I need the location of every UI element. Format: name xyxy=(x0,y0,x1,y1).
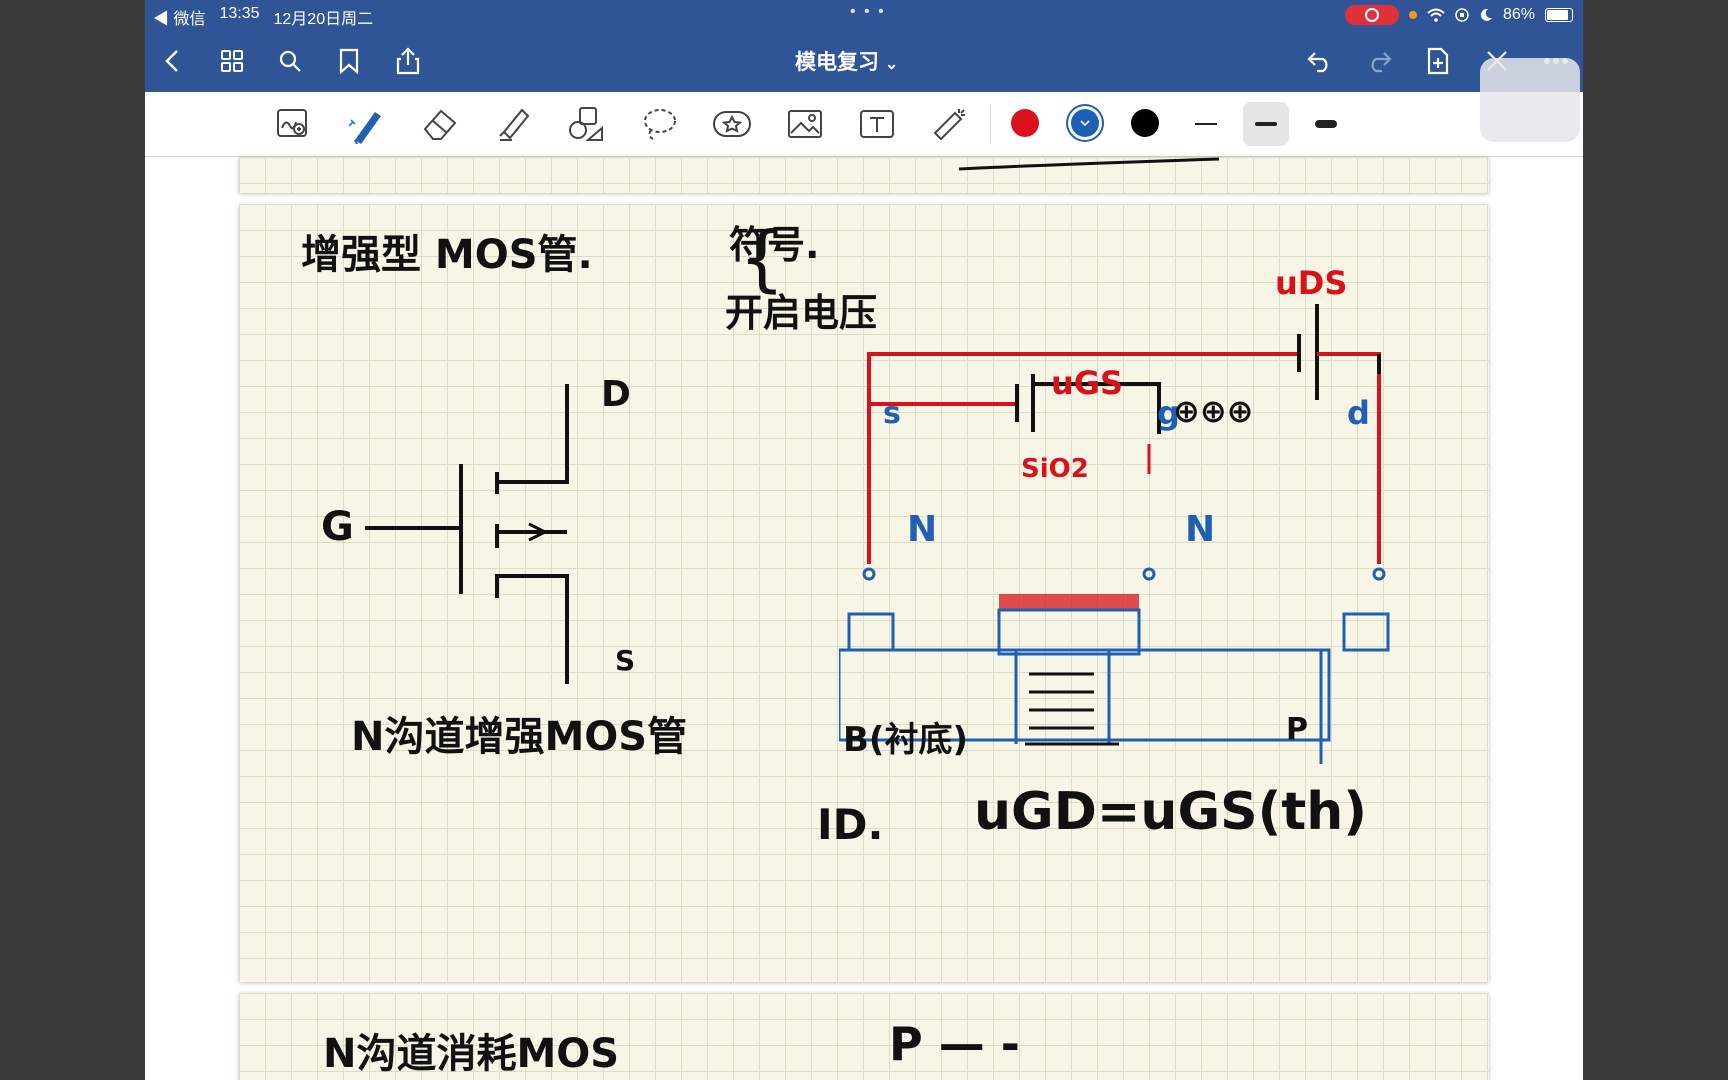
previous-page xyxy=(239,157,1489,193)
drawing-toolbar xyxy=(145,92,1583,157)
notebook-canvas[interactable]: 增强型 MOS管. { 符号. 开启电压 G D S N沟道增强MOS管 xyxy=(145,157,1583,1080)
back-to-app-link[interactable]: ◀ 微信 xyxy=(153,11,206,28)
color-swatch-red[interactable] xyxy=(1011,109,1039,137)
sticker-tool-icon[interactable] xyxy=(712,104,752,144)
multitask-dots-icon[interactable]: • • • xyxy=(850,3,886,20)
undo-icon[interactable] xyxy=(1303,44,1337,78)
page2-right-text: P — - xyxy=(889,1017,1020,1071)
image-tool-icon[interactable] xyxy=(785,104,825,144)
orientation-lock-icon xyxy=(1455,8,1469,22)
note-page-2: N沟道消耗MOS P — - xyxy=(239,993,1489,1080)
stroke-thin[interactable] xyxy=(1183,102,1229,146)
status-time: 13:35 xyxy=(219,5,260,22)
chevron-down-icon: ⌄ xyxy=(884,56,899,73)
sio2-label: SiO2 xyxy=(1021,454,1089,484)
mos-label-d: D xyxy=(601,374,631,415)
lasso-tool-icon[interactable] xyxy=(640,104,680,144)
previous-page-ink xyxy=(958,157,1220,171)
mos-label-g: G xyxy=(321,504,354,550)
mos-cross-section xyxy=(839,304,1390,764)
color-swatch-blue[interactable] xyxy=(1071,109,1099,137)
color-swatch-black[interactable] xyxy=(1131,109,1159,137)
threshold-formula: uGD=uGS(th) xyxy=(974,782,1367,842)
terminal-label-g: g xyxy=(1157,394,1180,432)
bookmark-icon[interactable] xyxy=(332,44,366,78)
redo-icon[interactable] xyxy=(1362,44,1396,78)
eraser-tool-icon[interactable] xyxy=(420,104,460,144)
status-bar: ◀ 微信 13:35 12月20日周二 • • • 86% xyxy=(145,0,1583,30)
label-uds: uDS xyxy=(1275,264,1348,302)
wifi-icon xyxy=(1427,8,1445,22)
notes-navbar: 模电复习 ⌄ xyxy=(145,30,1583,92)
note-title: 模电复习 xyxy=(795,51,879,74)
text-tool-icon[interactable] xyxy=(857,104,897,144)
pen-tool-icon[interactable] xyxy=(345,104,385,144)
page-heading: 增强型 MOS管. xyxy=(301,232,593,278)
status-date: 12月20日周二 xyxy=(273,11,374,28)
back-chevron-icon[interactable] xyxy=(155,44,189,78)
mos-caption: N沟道增强MOS管 xyxy=(351,714,688,760)
substrate-label: B(衬底) xyxy=(843,720,968,760)
share-icon[interactable] xyxy=(391,44,425,78)
tablet-screen: ◀ 微信 13:35 12月20日周二 • • • 86% xyxy=(145,0,1583,1080)
terminal-label-d: d xyxy=(1347,394,1370,432)
terminal-label-s: s xyxy=(883,396,901,431)
holes-label: ⊕⊕⊕ xyxy=(1173,392,1254,430)
id-label: ID. xyxy=(817,800,884,849)
selected-chevron-icon xyxy=(1080,120,1090,126)
stroke-medium[interactable] xyxy=(1243,102,1289,146)
mos-label-s: S xyxy=(615,644,636,677)
stroke-thick[interactable] xyxy=(1303,102,1349,146)
note-page-1: 增强型 MOS管. { 符号. 开启电压 G D S N沟道增强MOS管 xyxy=(239,204,1489,982)
moon-icon xyxy=(1480,8,1492,21)
p-region-label: P xyxy=(1286,712,1308,747)
grid-view-icon[interactable] xyxy=(215,44,249,78)
brace-item-threshold: 开启电压 xyxy=(725,291,878,335)
n-region-right: N xyxy=(1185,509,1216,550)
battery-percent: 86% xyxy=(1502,6,1535,23)
search-icon[interactable] xyxy=(273,44,307,78)
laser-pointer-icon[interactable] xyxy=(930,104,970,144)
note-title-dropdown[interactable]: 模电复习 ⌄ xyxy=(795,46,898,76)
zoom-window-icon[interactable] xyxy=(273,104,313,144)
page2-heading: N沟道消耗MOS xyxy=(323,1031,620,1077)
label-ugs: uGS xyxy=(1051,364,1124,402)
brace-item-symbol: 符号. xyxy=(729,223,820,267)
shapes-tool-icon[interactable] xyxy=(565,104,605,144)
brace-symbol: { xyxy=(739,216,785,300)
battery-icon xyxy=(1545,8,1573,22)
screen-recording-icon[interactable] xyxy=(1344,5,1399,25)
add-page-icon[interactable] xyxy=(1421,44,1455,78)
toolbar-divider xyxy=(990,104,991,144)
orange-dot-icon xyxy=(1408,11,1417,19)
mos-symbol-drawing xyxy=(365,384,569,684)
highlighter-tool-icon[interactable] xyxy=(493,104,533,144)
n-region-left: N xyxy=(907,509,938,550)
floating-button-ghost[interactable] xyxy=(1480,58,1580,142)
